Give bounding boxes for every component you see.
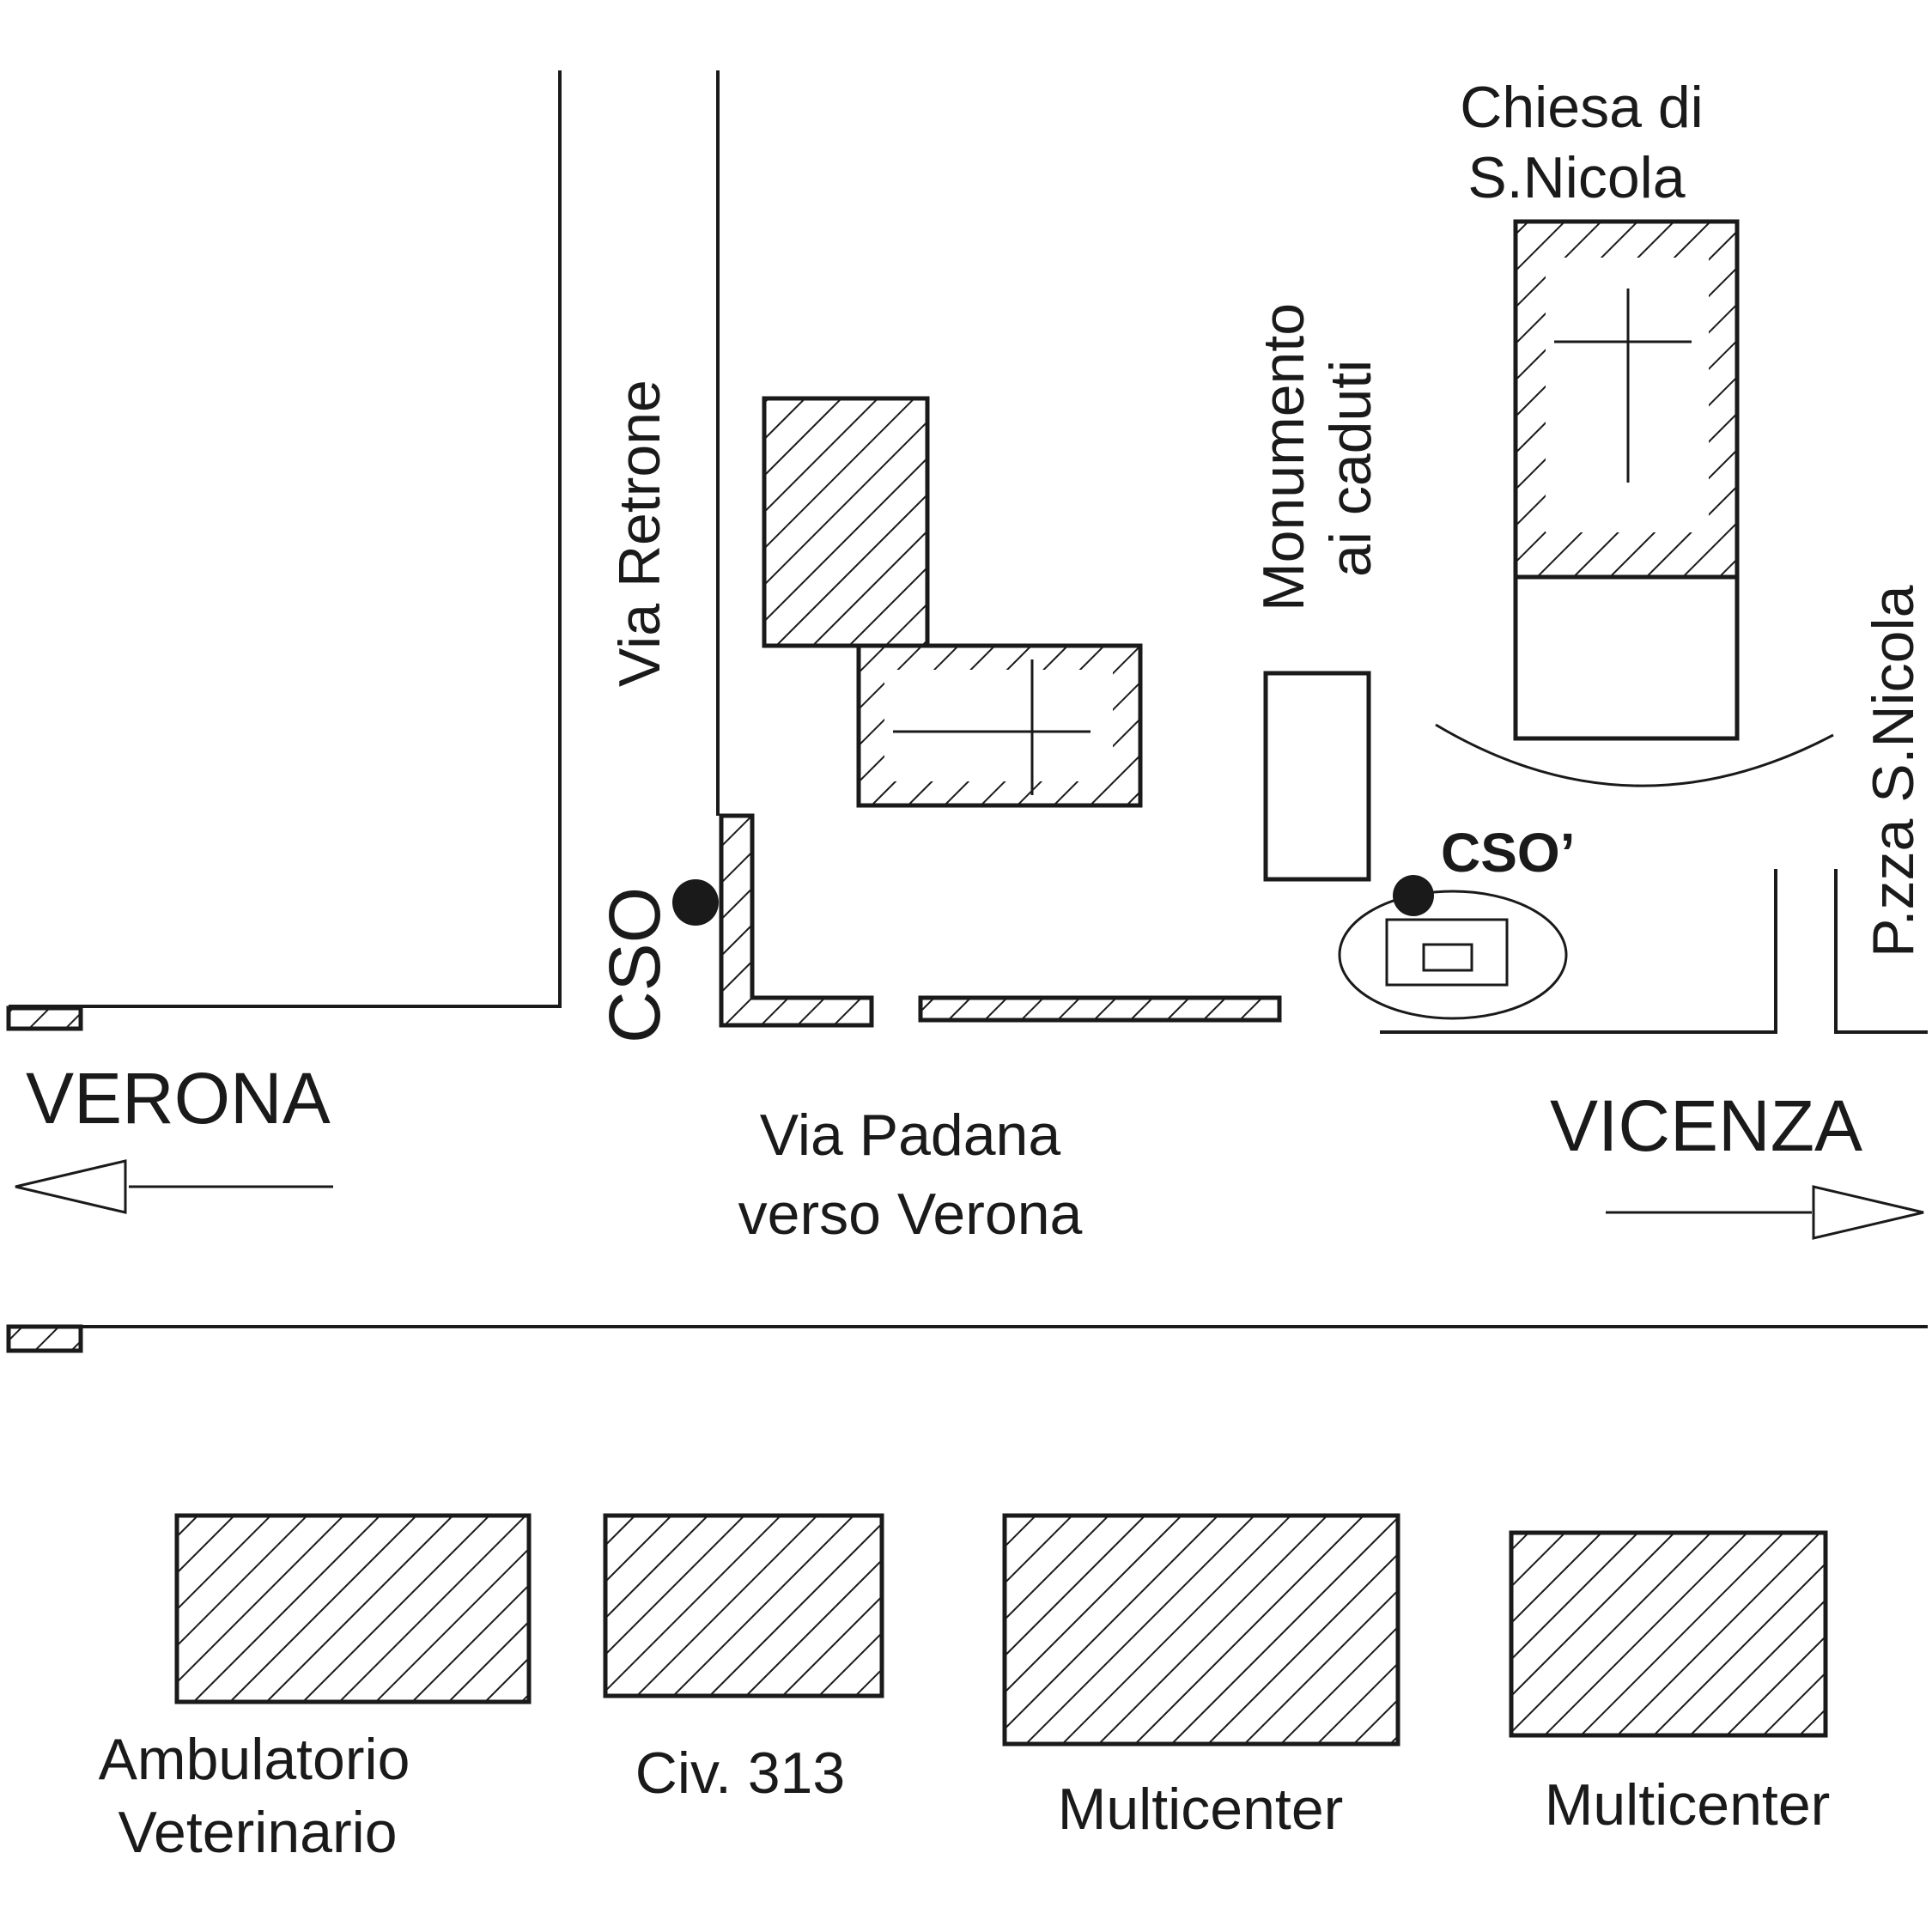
road-network: [9, 70, 1928, 1328]
ambulatorio-label: Ambulatorio: [99, 1727, 410, 1792]
direction-west-label: VERONA: [26, 1058, 331, 1139]
multicenter-label-1: Multicenter: [1058, 1777, 1344, 1842]
pzza-edge-east: [1834, 869, 1928, 1034]
civ-313-label: Civ. 313: [635, 1741, 845, 1806]
building-block: [762, 396, 930, 648]
cso-label: CSO: [594, 887, 675, 1043]
building-civ-313: [603, 1513, 884, 1698]
monumento-label: Monumento: [1251, 303, 1316, 611]
via-padana-label: Via Padana: [760, 1103, 1061, 1168]
chiesa-label-2: S.Nicola: [1467, 145, 1685, 210]
dot-icon: [1393, 875, 1434, 916]
direction-east-label: VICENZA: [1550, 1085, 1862, 1166]
multicenter-label-2: Multicenter: [1545, 1772, 1831, 1838]
edge-stub-north: [6, 1005, 83, 1031]
edge-stub-south: [6, 1324, 83, 1353]
cso-prime-label: CSO’: [1441, 822, 1575, 884]
dot-icon: [672, 879, 719, 926]
fountain-ellipse: [1338, 890, 1568, 1020]
monumento-label-2: ai caduti: [1318, 360, 1383, 577]
boundary-wall: [918, 995, 1282, 1023]
church-san-nicola: [1435, 219, 1834, 787]
fountain-outer: [1385, 918, 1509, 987]
fountain-inner: [1422, 943, 1473, 972]
fountain: [1338, 890, 1568, 1020]
pzza-edge-west: [1380, 869, 1777, 1034]
pzza-s-nicola-label: P.zza S.Nicola: [1861, 585, 1926, 957]
chapel-inner: [884, 670, 1113, 781]
chapel: [856, 643, 1143, 808]
building-ambulatorio: [174, 1513, 532, 1704]
via-padana-label-2: verso Verona: [738, 1182, 1083, 1247]
cross-icon: [893, 659, 1091, 795]
church-forecourt-arc: [1435, 723, 1834, 787]
building-multicenter-2: [1509, 1530, 1828, 1738]
corner-wall: [719, 813, 874, 1028]
monument-outline: [1263, 671, 1371, 882]
arrow-icon: [15, 1159, 333, 1214]
road-edge-west: [9, 70, 562, 1008]
cross-icon: [1554, 289, 1692, 483]
chiesa-label: Chiesa di: [1460, 75, 1704, 140]
via-retrone-label: Via Retrone: [607, 380, 672, 687]
ambulatorio-label-2: Veterinario: [118, 1800, 397, 1865]
building-multicenter-1: [1002, 1513, 1400, 1747]
arrow-icon: [1606, 1185, 1924, 1240]
